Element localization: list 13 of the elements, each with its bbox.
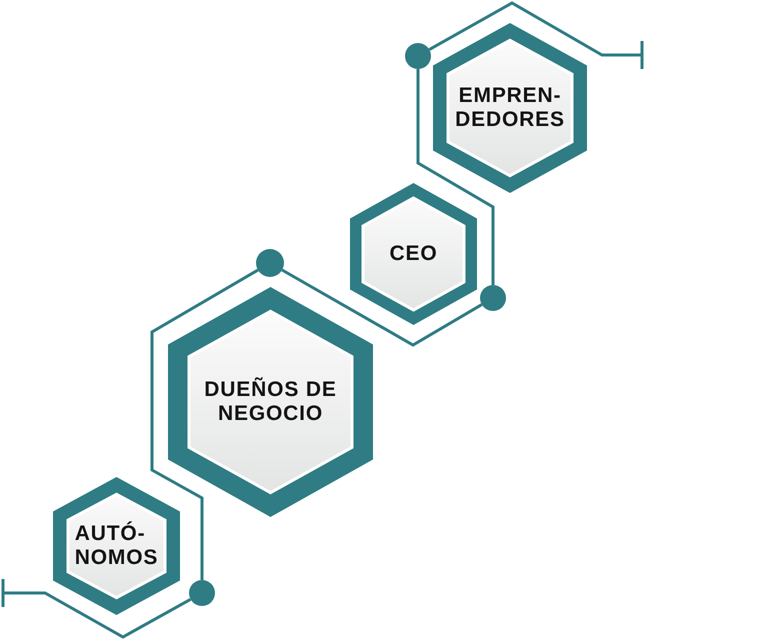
- node-label: CEO: [389, 242, 438, 266]
- node-label: AUTÓ- NOMOS: [74, 522, 158, 570]
- connector-line: [150, 268, 259, 580]
- connector-line: [416, 69, 494, 285]
- connector-line: [428, 1, 644, 70]
- hexagon: [350, 183, 477, 325]
- hexagon: [433, 23, 587, 193]
- node-label: DUEÑOS DE NEGOCIO: [203, 378, 338, 426]
- node-label: EMPREN- DEDORES: [455, 84, 565, 132]
- hexagon: [53, 477, 180, 615]
- connector-line: [281, 268, 483, 347]
- hexagon: [168, 287, 373, 517]
- connector-line: [2, 578, 192, 639]
